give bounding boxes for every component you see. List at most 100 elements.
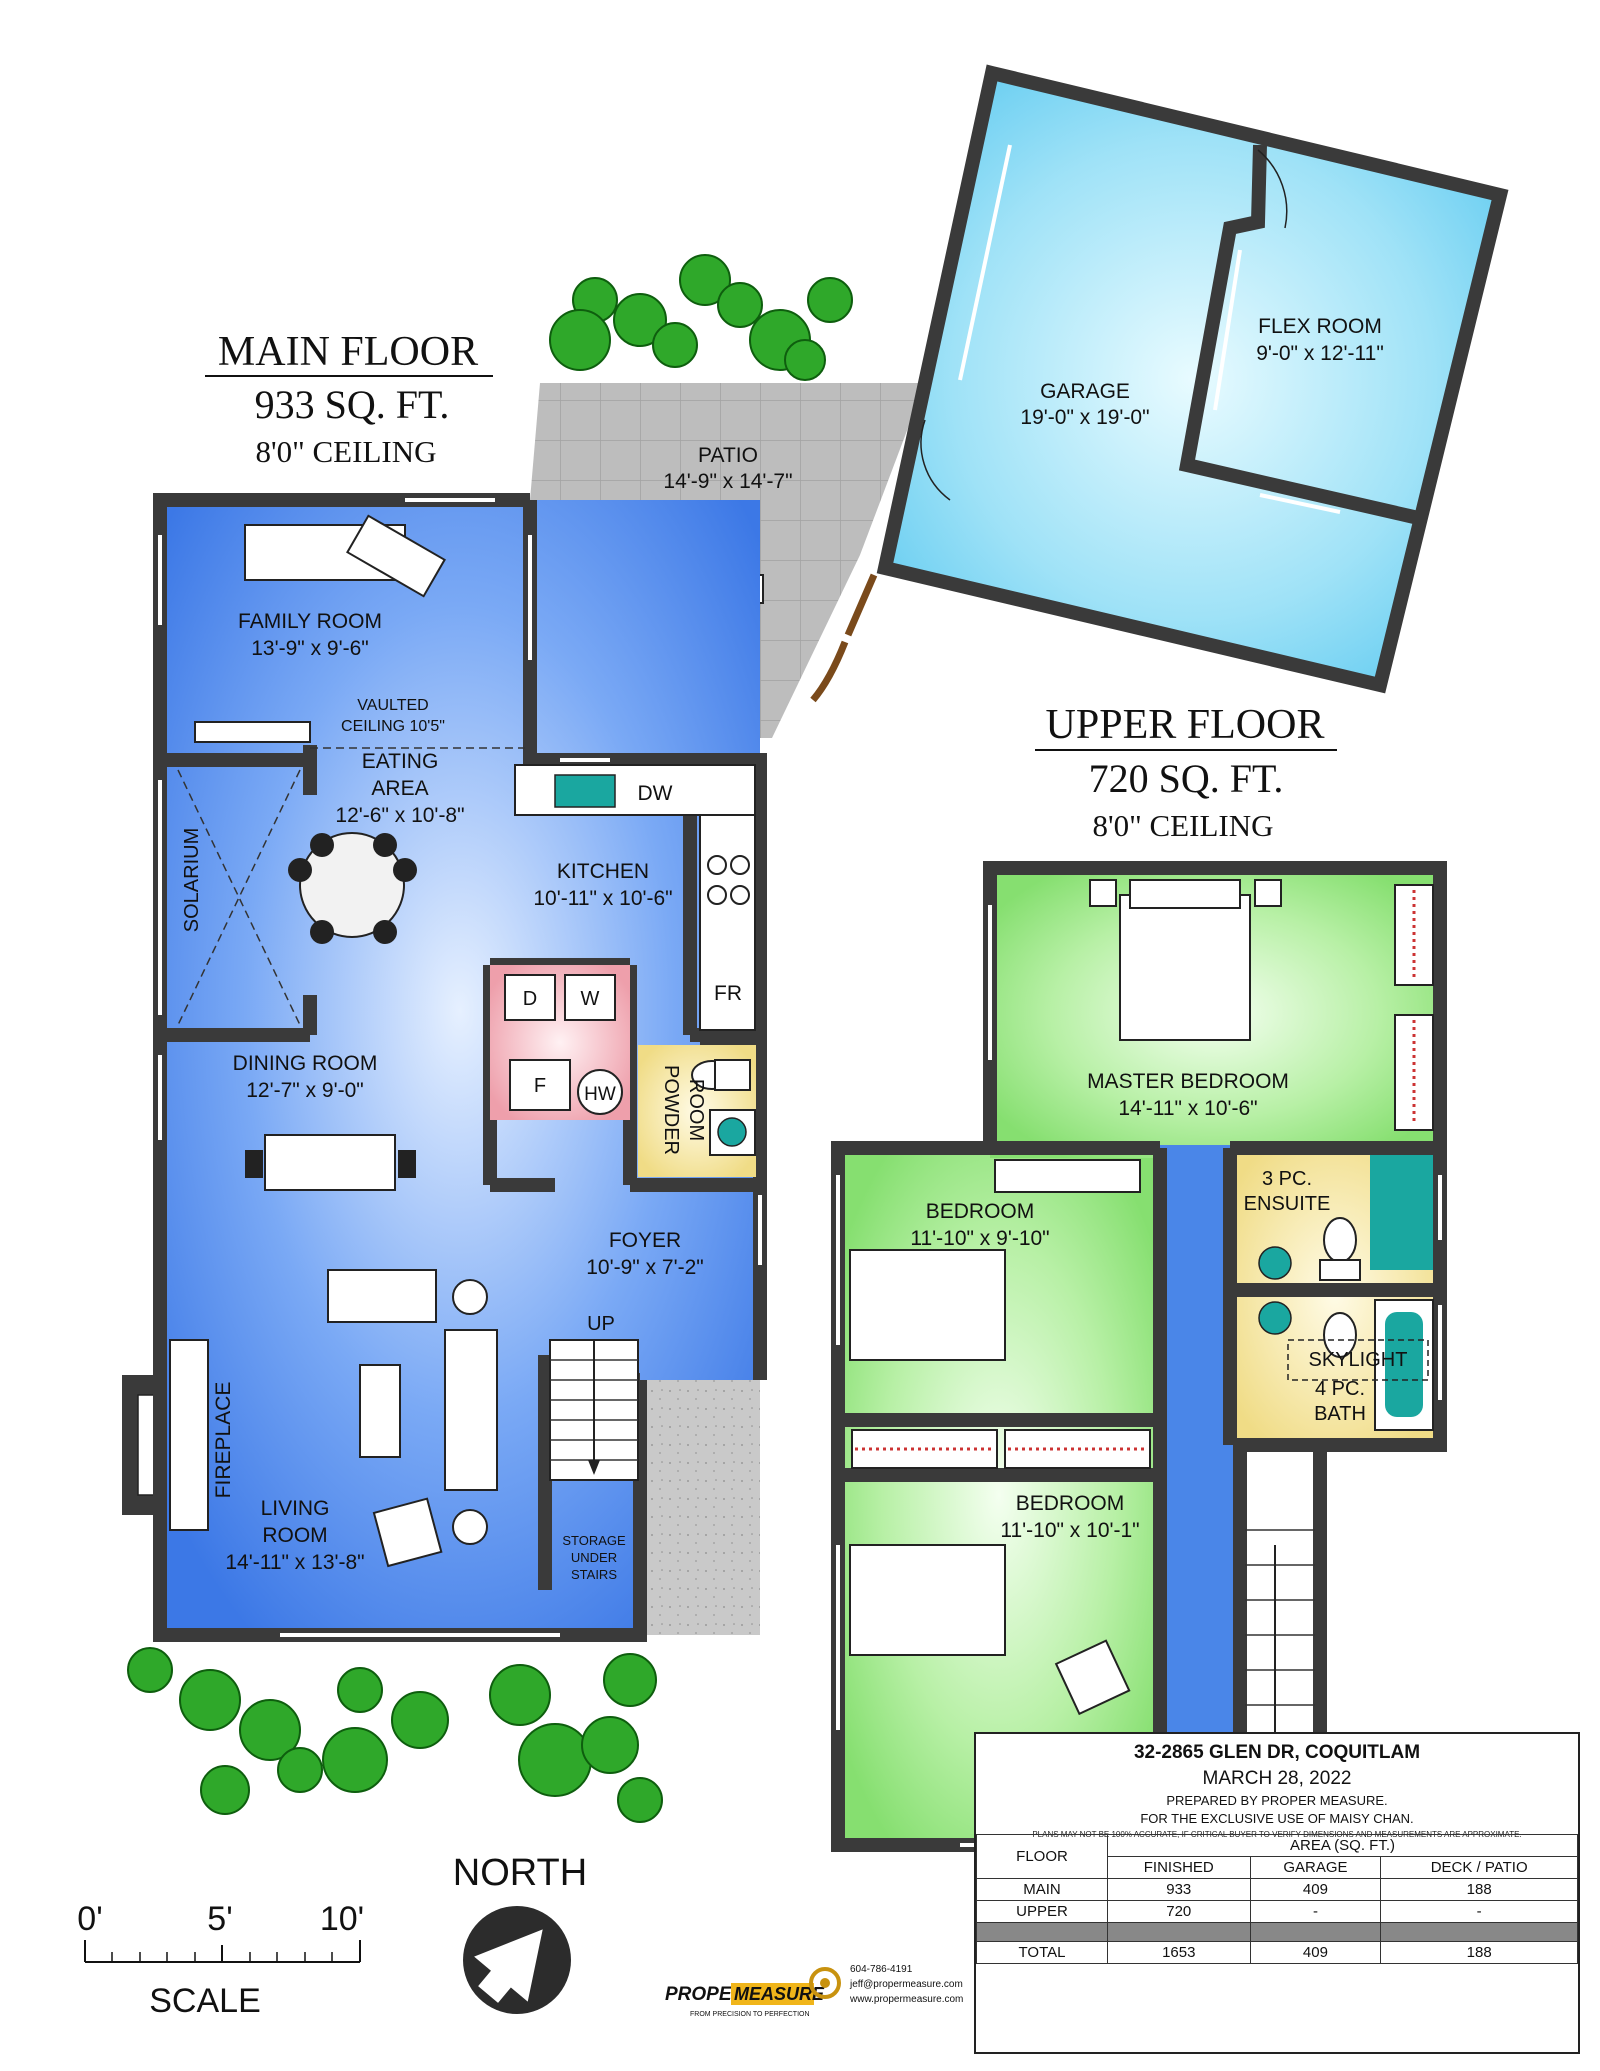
garage-structure	[876, 64, 1509, 694]
bedroom-3-dims: 11'-10" x 10'-1"	[1000, 1519, 1139, 1542]
patio-label: PATIO	[698, 444, 758, 467]
solarium-label: SOLARIUM	[181, 828, 203, 932]
dining-room-dims: 12'-7" x 9'-0"	[246, 1079, 363, 1102]
column-finished: FINISHED	[1107, 1856, 1251, 1879]
main-floor-area: 933 SQ. FT.	[255, 382, 450, 427]
tv-console	[194, 721, 311, 743]
scale-label: SCALE	[149, 1982, 261, 2020]
title-block: 32-2865 GLEN DR, COQUITLAM MARCH 28, 202…	[974, 1732, 1580, 2054]
eating-area-label-2: AREA	[371, 777, 428, 800]
column-deck-patio: DECK / PATIO	[1380, 1856, 1578, 1879]
trees-bottom	[127, 1647, 663, 1823]
storage-label-2: UNDER	[571, 1550, 617, 1565]
upper-floor-area: 720 SQ. FT.	[1089, 756, 1284, 801]
total-label: TOTAL	[976, 1941, 1108, 1964]
fireplace-label: FIREPLACE	[212, 1382, 235, 1499]
family-room-sofa	[244, 514, 446, 598]
living-room-dims: 14'-11" x 13'-8"	[225, 1551, 364, 1574]
main-floor-plan	[122, 493, 767, 1642]
eating-area-dims: 12'-6" x 10'-8"	[335, 804, 464, 827]
upper-floor-title: UPPER FLOOR	[1046, 702, 1325, 748]
logo-phone: 604-786-4191	[850, 1964, 913, 1975]
main-floor-title: MAIN FLOOR	[218, 329, 478, 375]
garage-label: GARAGE	[1040, 380, 1130, 403]
scale-bar	[84, 1940, 361, 1963]
title-block-header: 32-2865 GLEN DR, COQUITLAM MARCH 28, 202…	[976, 1734, 1578, 1839]
flex-room-dims: 9'-0" x 12'-11"	[1256, 342, 1384, 365]
row-floor: UPPER	[976, 1900, 1108, 1923]
scale-tick-10: 10'	[320, 1900, 364, 1938]
trees-top	[549, 254, 853, 381]
plan-date: MARCH 28, 2022	[1202, 1768, 1352, 1789]
dining-room-label: DINING ROOM	[233, 1052, 378, 1075]
row-deck: -	[1380, 1900, 1578, 1923]
area-table-header-row: FLOOR AREA (SQ. FT.)	[976, 1834, 1578, 1879]
logo-word-2: MEASURE	[734, 1984, 825, 2004]
proper-measure-logo: PROPER MEASURE FROM PRECISION TO PERFECT…	[665, 1964, 963, 2018]
main-floor-ceiling: 8'0" CEILING	[256, 434, 437, 469]
living-room-label: LIVING	[261, 1497, 330, 1520]
powder-room-label-2: ROOM	[685, 1079, 707, 1141]
kitchen-dims: 10'-11" x 10'-6"	[533, 887, 672, 910]
scale-tick-0: 0'	[77, 1900, 102, 1938]
kitchen-label: KITCHEN	[557, 860, 649, 883]
row-floor: MAIN	[976, 1878, 1108, 1901]
row-deck: 188	[1380, 1878, 1578, 1901]
furnace-label: F	[534, 1075, 546, 1097]
flex-room-label: FLEX ROOM	[1258, 315, 1382, 338]
living-furniture	[327, 1269, 498, 1568]
foyer-dims: 10'-9" x 7'-2"	[586, 1256, 703, 1279]
patio-dims: 14'-9" x 14'-7"	[663, 470, 792, 493]
upper-floor-plan	[831, 861, 1447, 1852]
patio-door	[810, 573, 878, 703]
scale-tick-5: 5'	[207, 1900, 232, 1938]
property-address: 32-2865 GLEN DR, COQUITLAM	[1133, 1742, 1421, 1763]
eating-area-label: EATING	[362, 750, 439, 773]
vaulted-ceiling-label: VAULTED	[357, 697, 428, 714]
dining-table	[245, 1134, 416, 1191]
hot-water-label: HW	[584, 1084, 616, 1105]
row-finished: 720	[1107, 1900, 1251, 1923]
master-bedroom-label: MASTER BEDROOM	[1087, 1070, 1289, 1093]
family-room-dims: 13'-9" x 9'-6"	[251, 637, 368, 660]
total-deck: 188	[1380, 1941, 1578, 1964]
stairs-up-label: UP	[587, 1313, 615, 1335]
table-row: MAIN 933 409 188	[976, 1878, 1578, 1901]
vaulted-ceiling-height: CEILING 10'5"	[341, 718, 445, 735]
washer-label: W	[581, 988, 600, 1010]
family-room-label: FAMILY ROOM	[238, 610, 382, 633]
ensuite-label-2: ENSUITE	[1244, 1193, 1331, 1215]
upper-floor-ceiling: 8'0" CEILING	[1093, 808, 1274, 843]
bedroom-2-dims: 11'-10" x 9'-10"	[910, 1227, 1049, 1250]
garage-dims: 19'-0" x 19'-0"	[1020, 406, 1149, 429]
area-table: FLOOR AREA (SQ. FT.) FINISHED GARAGE DEC…	[976, 1834, 1578, 1964]
living-room-label-2: ROOM	[262, 1524, 327, 1547]
ensuite-label: 3 PC.	[1262, 1168, 1312, 1190]
total-finished: 1653	[1107, 1941, 1251, 1964]
dryer-label: D	[523, 988, 537, 1010]
north-label: NORTH	[453, 1852, 587, 1894]
storage-label: STORAGE	[562, 1533, 626, 1548]
floor-header: FLOOR	[976, 1834, 1108, 1879]
logo-web: www.propermeasure.com	[849, 1994, 963, 2005]
logo-email: jeff@propermeasure.com	[849, 1979, 963, 1990]
north-arrow-icon	[463, 1906, 571, 2014]
foyer-label: FOYER	[609, 1229, 681, 1252]
bath-label-2: BATH	[1314, 1403, 1366, 1425]
skylight-label: SKYLIGHT	[1309, 1349, 1408, 1371]
bath-label: 4 PC.	[1315, 1378, 1365, 1400]
bedroom-2-label: BEDROOM	[926, 1200, 1035, 1223]
prepared-by: PREPARED BY PROPER MEASURE.	[1166, 1793, 1388, 1808]
bedroom-3-label: BEDROOM	[1016, 1492, 1125, 1515]
table-row: UPPER 720 - -	[976, 1900, 1578, 1923]
master-bedroom-dims: 14'-11" x 10'-6"	[1118, 1097, 1257, 1120]
eating-table	[288, 832, 417, 944]
fridge-label: FR	[714, 982, 742, 1005]
logo-tagline: FROM PRECISION TO PERFECTION	[690, 2011, 810, 2018]
row-garage: 409	[1249, 1878, 1382, 1901]
storage-label-3: STAIRS	[571, 1567, 617, 1582]
exclusive-use: FOR THE EXCLUSIVE USE OF MAISY CHAN.	[1140, 1811, 1414, 1826]
row-garage: -	[1249, 1900, 1382, 1923]
area-header: AREA (SQ. FT.)	[1107, 1834, 1578, 1857]
